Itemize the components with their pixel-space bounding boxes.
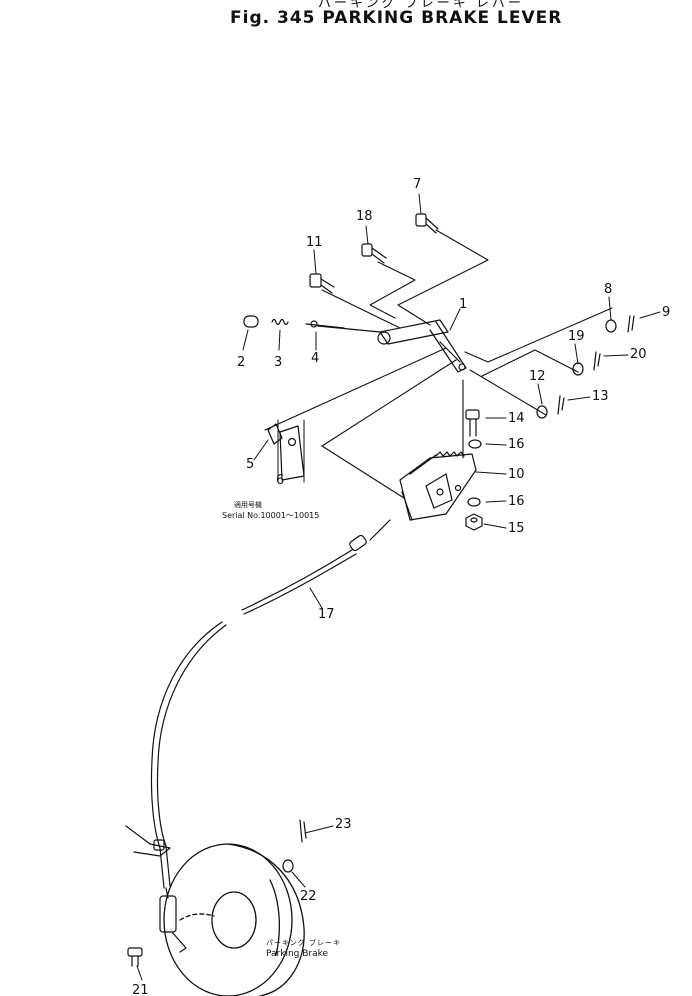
serial-note: Serial No.10001～10015 [222, 511, 320, 520]
callout-11: 11 [306, 235, 323, 250]
serial-note-japanese: 適用号機 [234, 501, 262, 509]
washer-part-8 [605, 319, 617, 333]
parking-brake-label: Parking Brake [266, 949, 329, 959]
callout-18: 18 [356, 209, 373, 224]
spring-part-3 [271, 318, 289, 326]
callout-12: 12 [529, 369, 546, 384]
callout-4: 4 [311, 351, 320, 366]
callout-2: 2 [237, 355, 246, 370]
callout-16-upper: 16 [508, 437, 525, 452]
nut-part-15 [465, 513, 483, 531]
callout-19: 19 [568, 329, 585, 344]
callout-21: 21 [132, 983, 149, 996]
ratchet-bracket-part-10 [399, 451, 477, 521]
callout-7: 7 [413, 177, 422, 192]
callout-1: 1 [459, 297, 468, 312]
assembly-outline-lines [264, 229, 613, 499]
leader-lines [136, 193, 661, 981]
rod-part-4 [305, 320, 345, 329]
knob-part-2 [243, 315, 259, 328]
washer-part-16-lower [467, 497, 481, 507]
clip-part-5 [267, 423, 283, 445]
washer-part-16-upper [468, 439, 482, 449]
bolt-part-14 [465, 409, 480, 437]
callout-13: 13 [592, 389, 609, 404]
parking-brake-label-japanese: パーキング ブレーキ [266, 939, 342, 947]
callout-16-lower: 16 [508, 494, 525, 509]
callout-10: 10 [508, 467, 525, 482]
bolt-part-7 [415, 213, 439, 234]
serial-note-bracket [277, 419, 305, 483]
callout-17: 17 [318, 607, 335, 622]
bolt-part-11 [309, 273, 335, 294]
bolt-part-18 [361, 243, 387, 264]
cotter-pin-part-13 [557, 395, 565, 415]
cable-bracket [125, 825, 171, 857]
bolt-part-21 [127, 947, 143, 967]
callout-15: 15 [508, 521, 525, 536]
brake-clevis [159, 887, 187, 953]
figure-title-japanese: パーキング ブレーキ レバー [318, 0, 524, 11]
callout-9: 9 [662, 305, 671, 320]
washer-part-12 [536, 405, 548, 419]
callout-23: 23 [335, 817, 352, 832]
cable-part-17 [150, 519, 391, 889]
callout-6: 6 [276, 473, 285, 488]
cotter-pin-part-9 [627, 315, 635, 333]
callout-8: 8 [604, 282, 613, 297]
washer-part-22 [282, 859, 294, 873]
parking-brake-drum [163, 843, 305, 996]
washer-part-19 [572, 362, 584, 376]
cotter-pin-part-20 [593, 351, 601, 371]
callout-20: 20 [630, 347, 647, 362]
cotter-pin-part-23 [299, 819, 307, 843]
callout-3: 3 [274, 355, 283, 370]
figure-title: Fig. 345 PARKING BRAKE LEVER [230, 8, 563, 28]
callout-14: 14 [508, 411, 525, 426]
callout-22: 22 [300, 889, 317, 904]
lever-part-1 [317, 319, 467, 373]
bracket-part-6 [279, 425, 305, 481]
callout-5: 5 [246, 457, 255, 472]
